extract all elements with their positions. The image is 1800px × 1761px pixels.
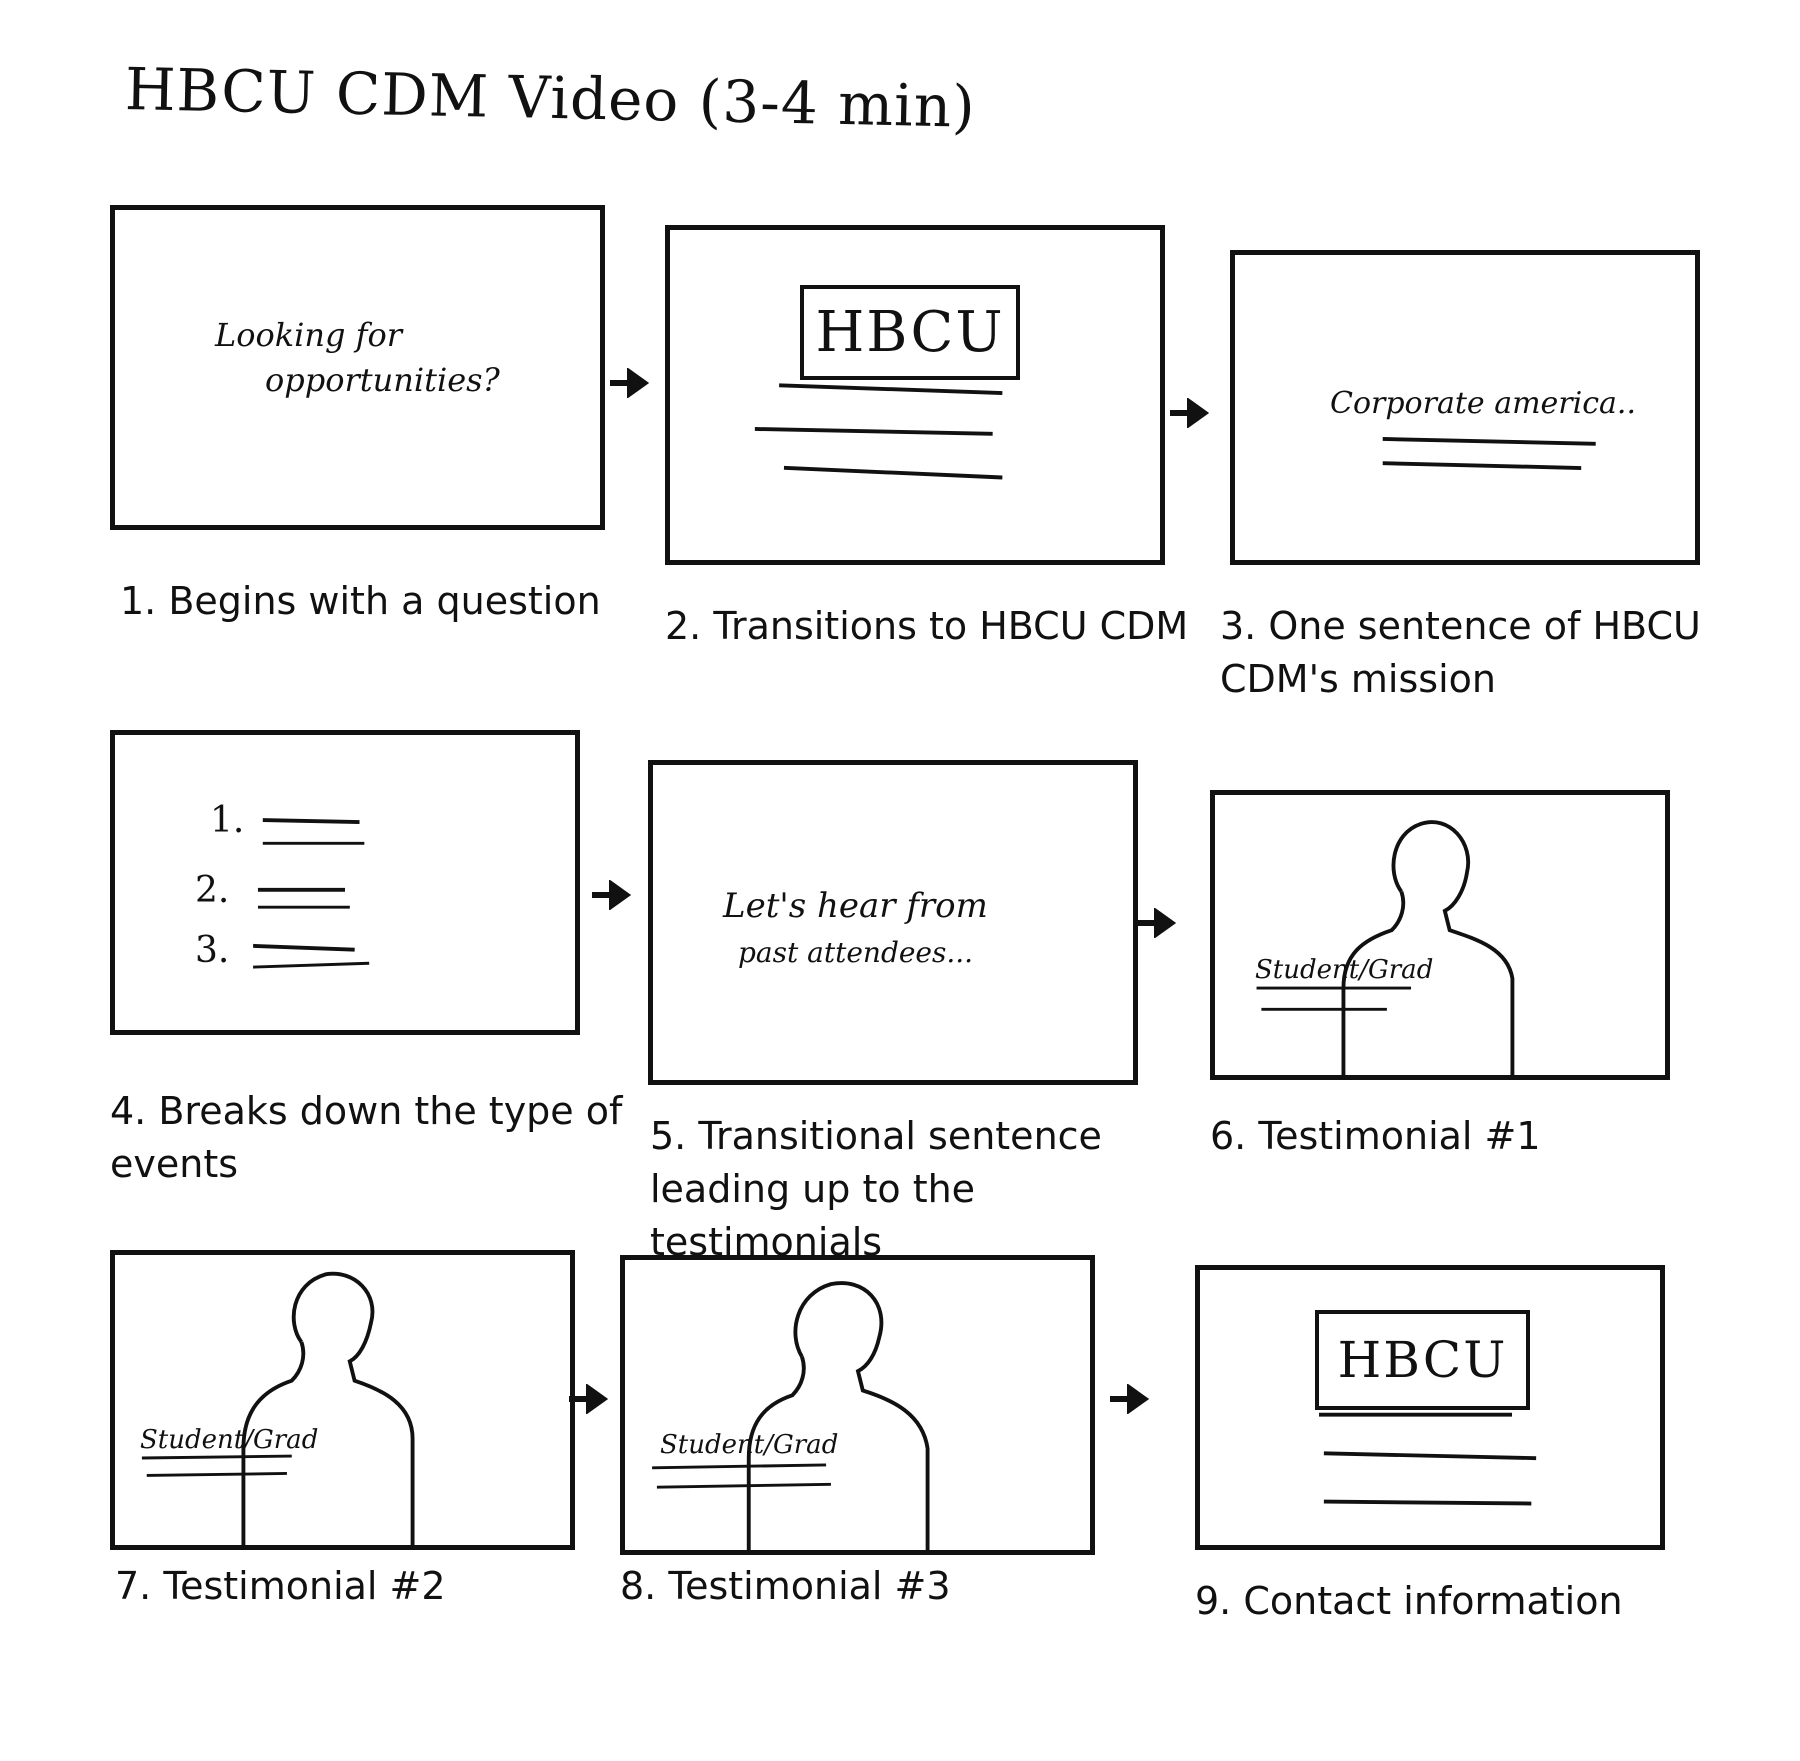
arrow-right-icon (569, 1384, 609, 1414)
frame-4-caption: 4. Breaks down the type of events (110, 1089, 623, 1187)
frame-9-caption: 9. Contact information (1195, 1579, 1623, 1623)
person-silhouette-icon (241, 1271, 415, 1545)
frame-4-list-number-1: 1. (210, 800, 245, 841)
frame-4-list-number-2: 2. (195, 870, 230, 911)
frame-8: Student/Grad (620, 1255, 1095, 1555)
frame-5-caption: 5. Transitional sentence leading up to t… (650, 1114, 1102, 1265)
frame-5-text-line-1: Let's hear from (723, 886, 988, 926)
frame-7: Student/Grad (110, 1250, 575, 1550)
frame-7-caption: 7. Testimonial #2 (115, 1564, 446, 1608)
frame-3-text: Corporate america.. (1330, 386, 1636, 421)
person-silhouette-icon (746, 1281, 930, 1550)
frame-3-text-lines (1382, 437, 1596, 470)
frame-2: HBCU (665, 225, 1165, 565)
arrow-right-icon (1170, 398, 1210, 428)
hbcu-logo: HBCU (800, 285, 1020, 380)
frame-8-tag-lines (652, 1463, 831, 1489)
frame-5: Let's hear from past attendees... (648, 760, 1138, 1085)
frame-2-caption: 2. Transitions to HBCU CDM (665, 604, 1189, 648)
frame-4-list-lines (253, 818, 370, 969)
frame-4-list-number-3: 3. (195, 930, 230, 971)
frame-1-text-line-2: opportunities? (265, 361, 500, 399)
frame-1-caption: 1. Begins with a question (120, 579, 601, 623)
frame-9-text-lines (1319, 1412, 1537, 1506)
arrow-right-icon (1110, 1384, 1150, 1414)
frame-1-text-line-1: Looking for (215, 316, 403, 354)
frame-8-caption: 8. Testimonial #3 (620, 1564, 951, 1608)
frame-6-caption: 6. Testimonial #1 (1210, 1114, 1541, 1158)
frame-7-tag-lines (141, 1454, 292, 1477)
frame-9: HBCU (1195, 1265, 1665, 1550)
arrow-right-icon (1137, 908, 1177, 938)
frame-6-tag-label: Student/Grad (1255, 955, 1434, 985)
arrow-right-icon (610, 368, 650, 398)
frame-3-caption: 3. One sentence of HBCU CDM's mission (1220, 604, 1701, 702)
frame-6-tag-lines (1256, 986, 1412, 1011)
person-silhouette-icon (1341, 820, 1515, 1075)
frame-6: Student/Grad (1210, 790, 1670, 1080)
frame-5-text-line-2: past attendees... (738, 936, 974, 969)
hbcu-logo: HBCU (1315, 1310, 1530, 1410)
frame-8-tag-label: Student/Grad (660, 1430, 839, 1460)
frame-7-tag-label: Student/Grad (140, 1425, 319, 1455)
frame-3: Corporate america.. (1230, 250, 1700, 565)
frame-2-text-lines (754, 383, 1003, 480)
frame-1: Looking for opportunities? (110, 205, 605, 530)
page-title: HBCU CDM Video (3-4 min) (124, 55, 977, 141)
arrow-right-icon (592, 880, 632, 910)
frame-4: 1. 2. 3. (110, 730, 580, 1035)
